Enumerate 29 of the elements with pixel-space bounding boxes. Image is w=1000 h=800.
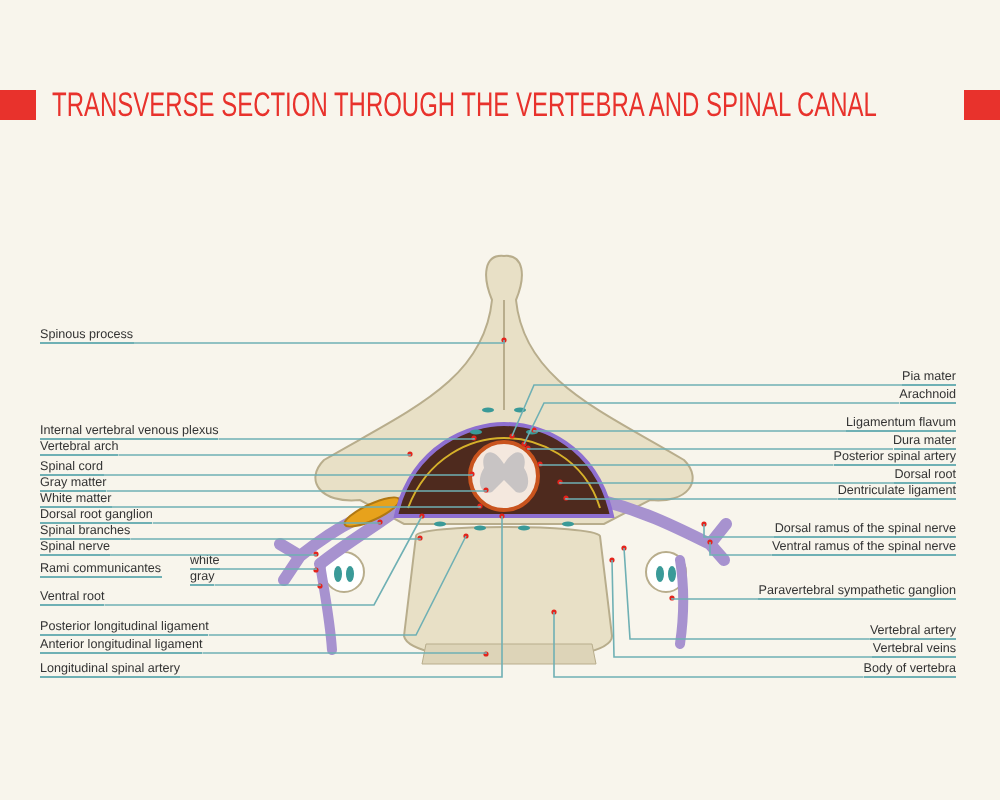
leader-line: [103, 515, 423, 606]
leader-line: [565, 497, 839, 500]
leader-line: [511, 384, 903, 437]
leader-line: [527, 447, 894, 450]
leader-line: [217, 437, 475, 440]
leader-line: [533, 429, 847, 432]
leader-line: [102, 473, 473, 476]
leader-line: [218, 568, 317, 571]
leader-line: [179, 515, 503, 678]
leader-line: [553, 611, 865, 678]
leader-line: [523, 402, 901, 445]
leader-line: [151, 521, 381, 524]
leader-line: [129, 537, 421, 540]
leader-line: [671, 597, 760, 600]
leader-line: [110, 505, 481, 508]
leader-line: [213, 584, 321, 587]
leader-line: [109, 553, 317, 556]
leader-line: [703, 523, 776, 538]
leader-line: [105, 489, 487, 492]
leader-line: [201, 652, 487, 655]
leader-line: [559, 481, 896, 484]
title: TRANSVERSE SECTION THROUGH THE VERTEBRA AND SPINAL CANAL: [52, 86, 877, 126]
leader-line: [132, 339, 505, 344]
leader-line: [207, 535, 467, 636]
leader-line: [539, 463, 835, 466]
leader-line: [623, 547, 871, 640]
leader-line: [117, 453, 411, 456]
leader-line: [611, 559, 874, 658]
leader-line: [709, 541, 773, 556]
